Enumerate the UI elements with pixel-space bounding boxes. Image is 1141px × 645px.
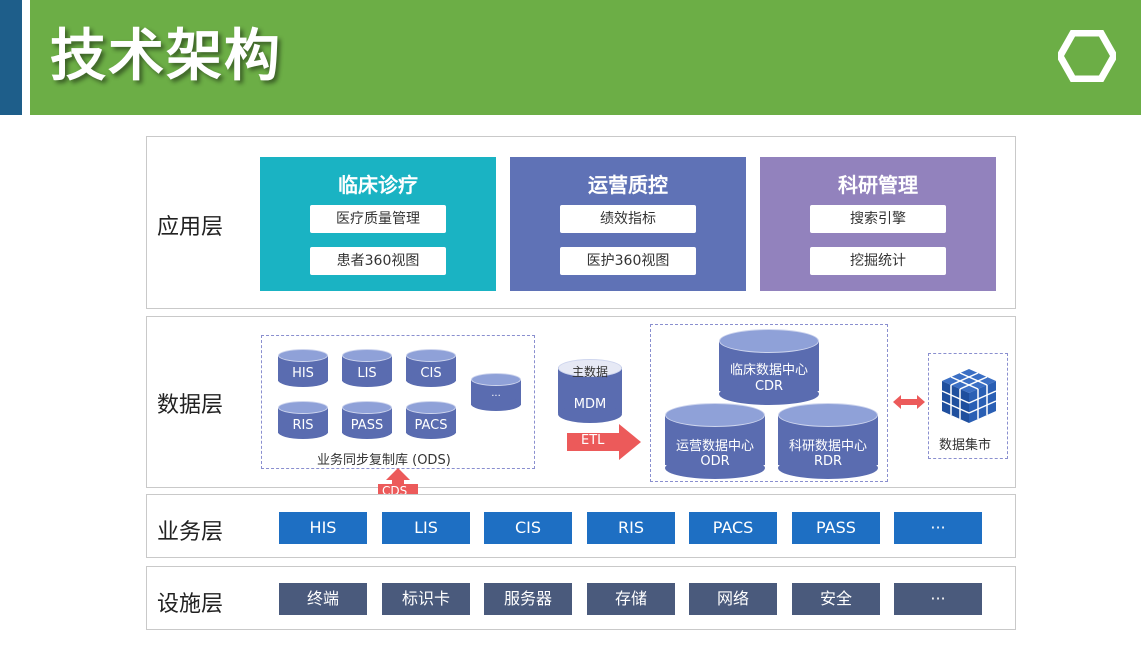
app-box-title: 临床诊疗: [338, 173, 418, 197]
data-layer: 数据层 HIS LIS CIS RIS PASS PACS: [146, 316, 1016, 488]
business-item-lis[interactable]: LIS: [382, 512, 470, 544]
data-mart-group[interactable]: [928, 353, 1008, 459]
business-item-pacs[interactable]: PACS: [689, 512, 777, 544]
cylinder-pass[interactable]: PASS: [342, 401, 392, 439]
business-item-more[interactable]: ···: [894, 512, 982, 544]
cylinder-pacs[interactable]: PACS: [406, 401, 456, 439]
cylinder-label: PACS: [414, 418, 448, 433]
infra-item-security[interactable]: 安全: [792, 583, 880, 615]
business-layer-label: 业务层: [157, 520, 224, 545]
app-box-title: 科研管理: [838, 173, 918, 197]
app-layer-label: 应用层: [157, 215, 224, 240]
etl-arrow-icon: [567, 424, 641, 460]
app-item[interactable]: 患者360视图: [310, 247, 446, 275]
app-item[interactable]: 搜索引擎: [810, 205, 946, 233]
etl-label: ETL: [581, 433, 605, 448]
cylinder-label: LIS: [357, 366, 377, 381]
double-arrow-icon: [893, 395, 925, 409]
data-center-group: [650, 324, 888, 482]
cdr-sub: CDR: [754, 379, 784, 394]
infra-item-storage[interactable]: 存储: [587, 583, 675, 615]
business-item-pass[interactable]: PASS: [792, 512, 880, 544]
infra-item-network[interactable]: 网络: [689, 583, 777, 615]
data-mart-label: 数据集市: [939, 438, 992, 453]
cylinder-cdr[interactable]: 临床数据中心 CDR: [719, 329, 819, 405]
app-item[interactable]: 医护360视图: [560, 247, 696, 275]
cylinder-label: RIS: [292, 418, 314, 433]
infra-layer: 设施层 终端 标识卡 服务器 存储 网络 安全 ···: [146, 566, 1016, 630]
header-band: [30, 0, 1141, 115]
business-layer: 业务层 HIS LIS CIS RIS PACS PASS ···: [146, 494, 1016, 558]
infra-item-id-card[interactable]: 标识卡: [382, 583, 470, 615]
infra-item-terminal[interactable]: 终端: [279, 583, 367, 615]
cylinder-label: PASS: [350, 418, 384, 433]
app-box-operations[interactable]: 运营质控 绩效指标 医护360视图: [510, 157, 746, 291]
app-box-research[interactable]: 科研管理 搜索引擎 挖掘统计: [760, 157, 996, 291]
cylinder-label: HIS: [292, 366, 314, 381]
app-box-clinical[interactable]: 临床诊疗 医疗质量管理 患者360视图: [260, 157, 496, 291]
mdm-title: 主数据: [571, 365, 608, 379]
cylinder-rdr[interactable]: 科研数据中心 RDR: [778, 403, 878, 479]
mdm-sub: MDM: [573, 397, 607, 412]
infra-item-server[interactable]: 服务器: [484, 583, 572, 615]
cylinder-label: ...: [491, 388, 501, 399]
cylinder-more[interactable]: ...: [471, 373, 521, 411]
app-item[interactable]: 绩效指标: [560, 205, 696, 233]
rdr-title: 科研数据中心: [788, 439, 867, 454]
cylinder-his[interactable]: HIS: [278, 349, 328, 387]
cylinder-mdm[interactable]: 主数据 MDM: [558, 359, 622, 423]
cylinder-cis[interactable]: CIS: [406, 349, 456, 387]
odr-title: 运营数据中心: [675, 439, 754, 454]
business-item-his[interactable]: HIS: [279, 512, 367, 544]
infra-layer-label: 设施层: [157, 592, 224, 617]
hexagon-icon: [1058, 30, 1116, 82]
ods-label: 业务同步复制库 (ODS): [317, 453, 451, 468]
app-item[interactable]: 挖掘统计: [810, 247, 946, 275]
business-item-cis[interactable]: CIS: [484, 512, 572, 544]
app-box-title: 运营质控: [588, 173, 668, 197]
data-layer-label: 数据层: [157, 393, 224, 418]
odr-sub: ODR: [700, 454, 730, 469]
cylinder-odr[interactable]: 运营数据中心 ODR: [665, 403, 765, 479]
cube-icon: [941, 369, 997, 423]
infra-item-more[interactable]: ···: [894, 583, 982, 615]
app-item[interactable]: 医疗质量管理: [310, 205, 446, 233]
rdr-sub: RDR: [813, 454, 843, 469]
page-title: 技术架构: [50, 24, 282, 89]
app-layer: 应用层 临床诊疗 医疗质量管理 患者360视图 运营质控 绩效指标 医护360视…: [146, 136, 1016, 309]
cylinder-ris[interactable]: RIS: [278, 401, 328, 439]
cdr-title: 临床数据中心: [729, 363, 808, 378]
cylinder-lis[interactable]: LIS: [342, 349, 392, 387]
business-item-ris[interactable]: RIS: [587, 512, 675, 544]
cylinder-label: CIS: [420, 366, 442, 381]
header-left-bar: [0, 0, 22, 115]
